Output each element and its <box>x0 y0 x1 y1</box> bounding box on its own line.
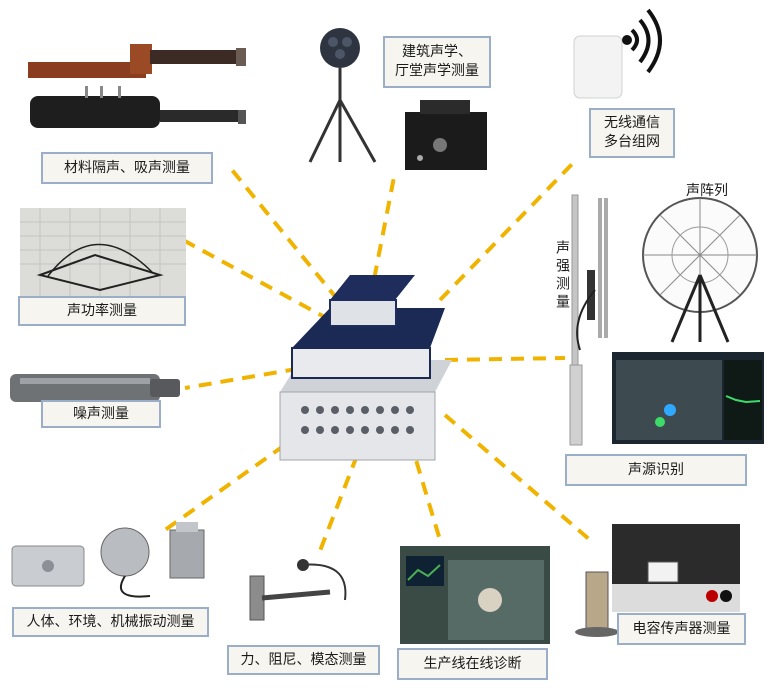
microphone-array-image <box>642 197 758 343</box>
impedance-tube-image <box>28 44 246 128</box>
microphone-calibrator-image <box>575 524 740 637</box>
label-architectural-line2: 厅堂声学测量 <box>395 63 479 79</box>
label-production: 生产线在线诊断 <box>397 648 548 680</box>
accelerometer-images <box>11 522 205 598</box>
spoke-production <box>408 439 442 541</box>
label-noise: 噪声测量 <box>41 400 161 428</box>
spoke-wireless <box>438 156 580 302</box>
data-acquisition-system-image <box>279 275 452 461</box>
spoke-material <box>230 168 340 302</box>
label-architectural-line1: 建筑声学、 <box>402 44 472 61</box>
label-wireless: 无线通信 多台组网 <box>589 108 675 158</box>
spoke-capacitor <box>443 413 592 542</box>
acoustic-camera-screen-image <box>612 352 764 444</box>
spokes <box>163 156 592 557</box>
label-vibration: 人体、环境、机械振动测量 <box>12 607 209 637</box>
label-sound-power: 声功率测量 <box>18 296 186 326</box>
label-wireless-line1: 无线通信 <box>604 115 660 132</box>
impact-hammer-image <box>249 559 347 621</box>
label-material: 材料隔声、吸声测量 <box>41 152 213 184</box>
anechoic-room-image <box>20 208 186 296</box>
wireless-router-image <box>573 8 662 99</box>
label-array: 声阵列 <box>686 183 728 199</box>
dodecahedron-speaker-image <box>308 28 377 163</box>
noise-sensor-image <box>10 374 180 402</box>
label-source-id: 声源识别 <box>565 454 747 486</box>
production-line-image <box>400 546 550 644</box>
label-capacitor: 电容传声器测量 <box>617 613 746 645</box>
label-force: 力、阻尼、模态测量 <box>227 645 380 675</box>
label-wireless-line2: 多台组网 <box>604 134 660 150</box>
spoke-source-id <box>444 356 566 362</box>
power-amplifier-image <box>405 100 487 170</box>
label-sound-intensity: 声强测量 <box>554 240 570 312</box>
spoke-sound-power <box>182 238 331 322</box>
label-architectural: 建筑声学、 厅堂声学测量 <box>383 36 491 88</box>
sound-intensity-probe-image <box>569 194 608 446</box>
